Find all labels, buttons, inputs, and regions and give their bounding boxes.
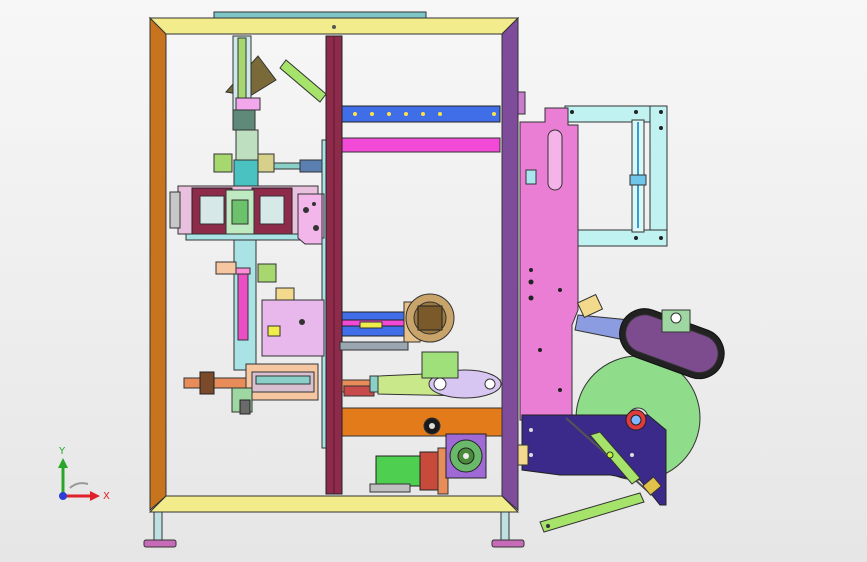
upper-fittings [213, 153, 323, 173]
gearbox-upper [405, 293, 455, 343]
gearbox-lower [445, 433, 487, 479]
mid-fittings [215, 261, 295, 301]
guide-bar [339, 341, 409, 351]
navy-lower-plate [517, 409, 667, 506]
pink-side-plate [516, 91, 579, 421]
dancer-arm [574, 293, 725, 380]
pink-mounting-plate [297, 193, 323, 245]
upper-link [279, 59, 327, 103]
cyan-bracket [564, 105, 668, 247]
main-frame [148, 11, 520, 513]
coordinate-triad-icon [58, 458, 100, 501]
leveling-feet [143, 511, 525, 548]
axis-x-label: X [103, 491, 110, 502]
blue-crossbar [341, 105, 501, 123]
lavender-housing [261, 299, 325, 357]
lime-tension-arm [539, 417, 662, 533]
pink-drive-shaft [235, 267, 251, 341]
orange-base-bar [341, 407, 503, 437]
lower-cylinder-assembly [183, 363, 319, 415]
drive-motor [369, 447, 449, 495]
axis-y-label: Y [58, 446, 66, 457]
sealing-jaw-assembly [169, 185, 325, 241]
magenta-crossbar [341, 137, 501, 153]
center-post [325, 35, 343, 495]
crank-link [377, 351, 502, 399]
